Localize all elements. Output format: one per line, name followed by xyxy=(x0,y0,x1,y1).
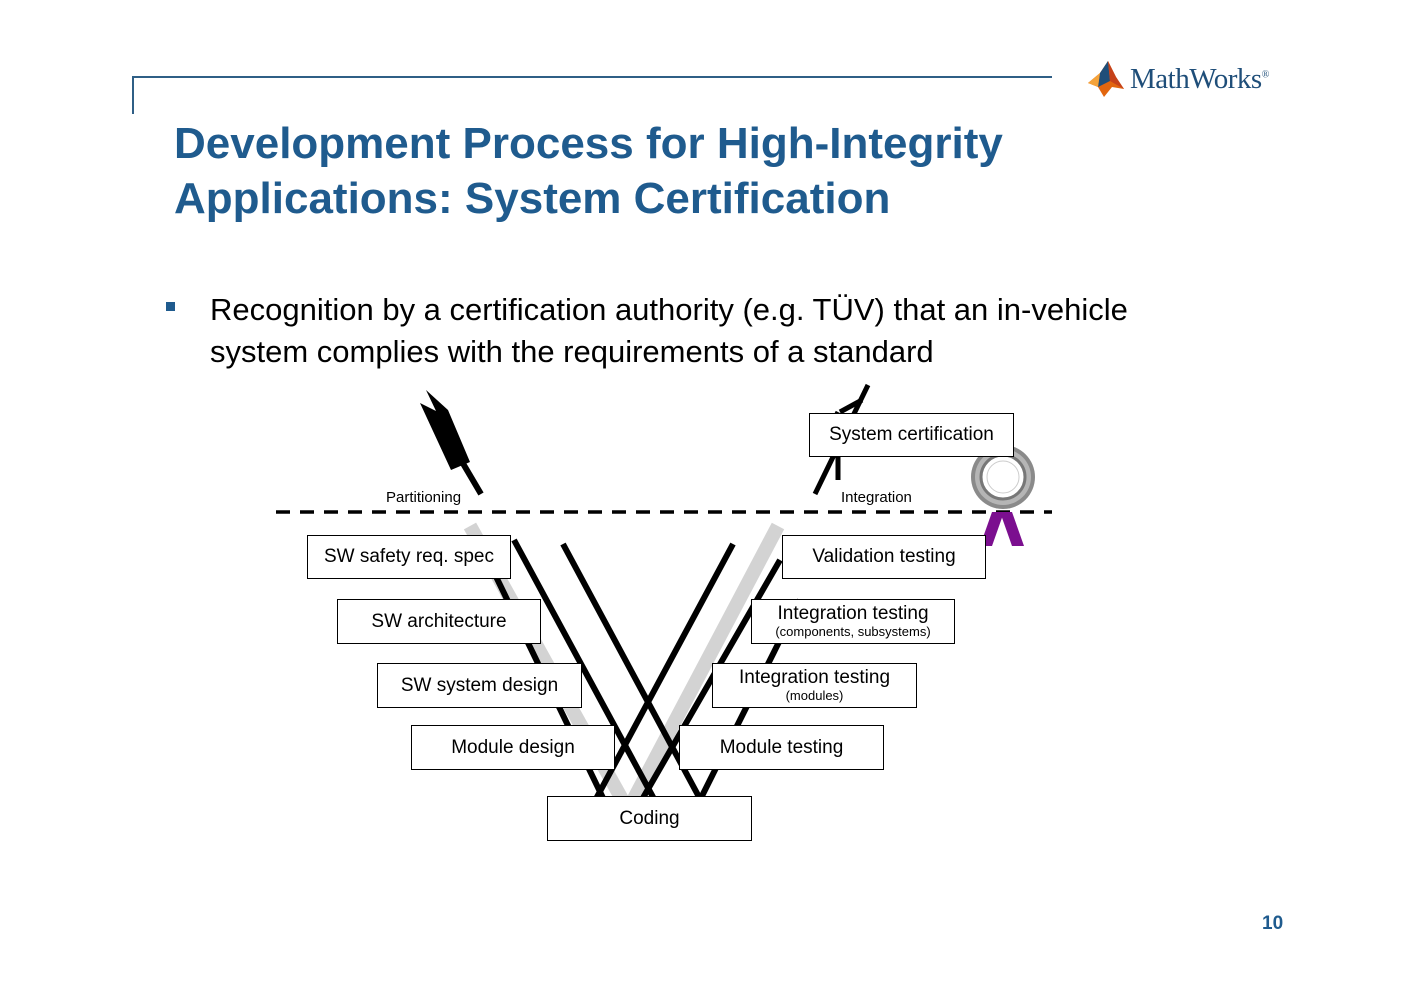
box-sw-system-design: SW system design xyxy=(377,663,582,708)
header-rule xyxy=(132,76,1052,78)
box-label: SW safety req. spec xyxy=(323,546,494,567)
box-label: Validation testing xyxy=(812,546,956,567)
system-certification-label: System certification xyxy=(829,424,994,445)
box-label: SW system design xyxy=(400,674,559,696)
v-line-cross-a xyxy=(560,542,709,812)
page-number: 10 xyxy=(1262,913,1284,934)
bullet-marker xyxy=(166,302,175,311)
box-label: Coding xyxy=(619,807,680,829)
box-integration-testing-components: Integration testing (components, subsyst… xyxy=(751,599,955,644)
box-label: Module design xyxy=(451,736,575,758)
system-certification-box: System certification xyxy=(809,413,1014,457)
partition-arrow-icon xyxy=(420,390,484,496)
title-line-2: Applications: System Certification xyxy=(174,174,891,223)
box-label: SW architecture xyxy=(371,610,507,632)
header-rule-vertical xyxy=(132,76,134,114)
box-validation-testing: Validation testing xyxy=(782,535,986,579)
membrane-icon xyxy=(1088,61,1124,97)
title-line-1: Development Process for High-Integrity xyxy=(174,119,1003,168)
logo-text: MathWorks® xyxy=(1130,62,1269,95)
box-label: Module testing xyxy=(719,736,844,758)
box-label: Integration testing xyxy=(738,667,891,688)
box-label: Integration testing xyxy=(777,603,929,624)
certification-seal-icon xyxy=(971,445,1035,546)
box-integration-testing-modules: Integration testing (modules) xyxy=(712,663,917,708)
mathworks-logo: MathWorks® xyxy=(1086,58,1269,100)
right-shadow-band xyxy=(621,522,785,814)
box-sw-safety-req-spec: SW safety req. spec xyxy=(307,535,511,579)
box-sublabel: (modules) xyxy=(785,688,844,703)
integration-label: Integration xyxy=(841,489,912,506)
box-module-testing: Module testing xyxy=(679,725,884,770)
box-sublabel: (components, subsystems) xyxy=(775,624,931,639)
box-coding: Coding xyxy=(547,796,752,841)
box-sw-architecture: SW architecture xyxy=(337,599,541,644)
v-line-left-outer xyxy=(511,538,663,812)
page-title: Development Process for High-Integrity A… xyxy=(174,116,1134,226)
box-module-design: Module design xyxy=(411,725,615,770)
bullet-text: Recognition by a certification authority… xyxy=(210,292,1128,369)
partitioning-label: Partitioning xyxy=(386,489,462,506)
